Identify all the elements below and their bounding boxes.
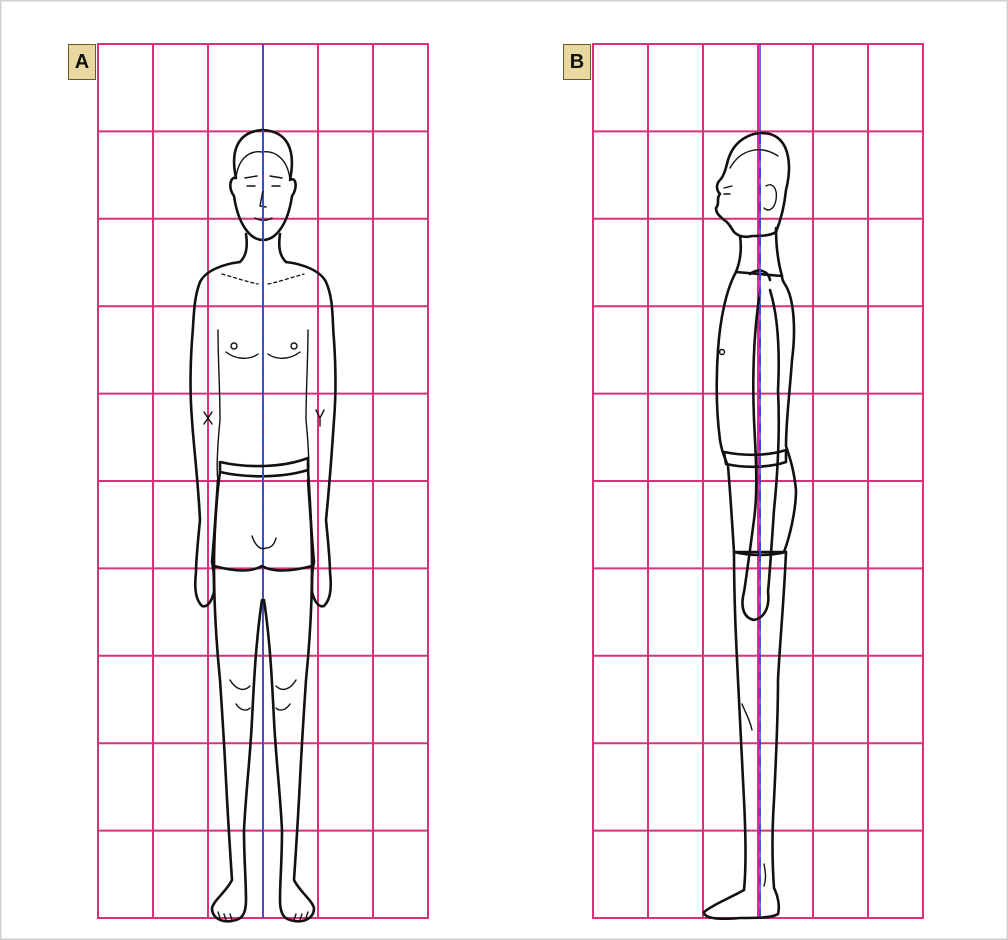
panel-label-b: B: [563, 44, 591, 80]
